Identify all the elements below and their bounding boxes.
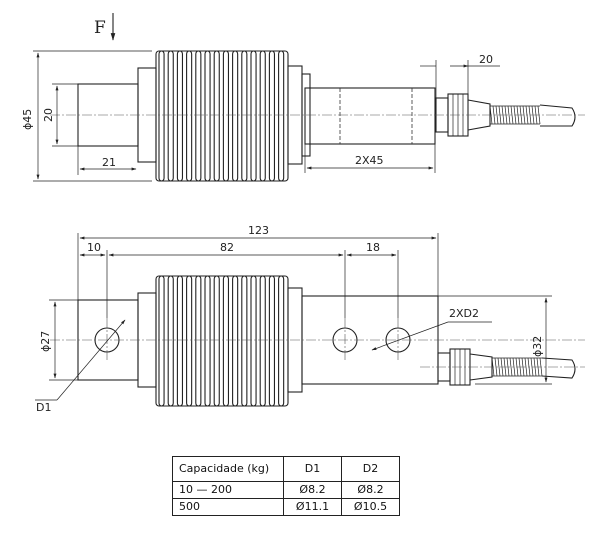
bellows-rib — [213, 275, 220, 407]
bellows-rib — [222, 50, 230, 182]
dim-chain: 10 82 18 — [79, 241, 399, 318]
bellows-rib — [259, 50, 266, 182]
bellows-rib — [232, 50, 239, 182]
bellows — [155, 50, 289, 182]
table-header-row: Capacidade (kg) D1 D2 — [172, 456, 400, 482]
bellows-rib — [195, 50, 202, 182]
bellows-rib — [186, 275, 193, 407]
bellows-rib — [158, 275, 165, 407]
cell-d2: Ø10.5 — [341, 498, 400, 516]
header-d1: D1 — [283, 456, 342, 482]
dim-height-20: 20 — [42, 83, 78, 147]
bottom-view: 123 10 82 18 ϕ27 ϕ32 — [35, 224, 585, 414]
dim-spacing-18-text: 18 — [366, 241, 380, 254]
bellows-rib — [167, 275, 174, 407]
dim-diameter-32-text: ϕ32 — [531, 336, 544, 357]
header-d2: D2 — [341, 456, 400, 482]
dim-first-10-text: 10 — [87, 241, 101, 254]
bellows-rib — [268, 275, 276, 407]
bellows-rib — [222, 275, 230, 407]
bellows-rib — [278, 275, 285, 407]
dim-total-123: 123 — [77, 224, 439, 300]
leader-d2: 2XD2 — [371, 307, 492, 351]
table-row: 10 — 200 Ø8.2 Ø8.2 — [172, 481, 400, 499]
cell-d2: Ø8.2 — [341, 481, 400, 499]
bellows-rib — [176, 50, 184, 182]
bellows-rib — [167, 50, 174, 182]
bellows-rib — [250, 50, 257, 182]
bellows-rib — [195, 275, 202, 407]
table-row: 500 Ø11.1 Ø10.5 — [172, 498, 400, 516]
force-arrow: F — [94, 13, 116, 41]
cable-spring-coil — [495, 105, 499, 125]
capacity-table: Capacidade (kg) D1 D2 10 — 200 Ø8.2 Ø8.2… — [172, 456, 400, 516]
technical-drawing: F — [21, 13, 585, 414]
dim-total-123-text: 123 — [248, 224, 269, 237]
dim-holes-2x45: 2X45 — [304, 144, 436, 173]
cell-capacity: 500 — [172, 498, 284, 516]
dim-diameter-45-text: ϕ45 — [21, 109, 34, 130]
dim-diameter-27: ϕ27 — [39, 299, 78, 381]
label-d1: D1 — [36, 401, 51, 414]
bellows-rib — [268, 50, 276, 182]
bellows-rib — [250, 275, 257, 407]
cell-d1: Ø8.2 — [283, 481, 342, 499]
right-extension — [304, 87, 436, 145]
cable-spring-coil — [507, 105, 511, 125]
dim-cable-20: 20 — [420, 53, 500, 98]
dim-holes-2x45-text: 2X45 — [355, 154, 384, 167]
cable-spring-coil — [497, 357, 501, 377]
dim-height-20-text: 20 — [42, 108, 55, 122]
bellows-rib — [204, 275, 211, 407]
dim-diameter-32: ϕ32 — [438, 295, 552, 385]
dim-middle-82-text: 82 — [220, 241, 234, 254]
cell-capacity: 10 — 200 — [172, 481, 284, 499]
label-2xd2: 2XD2 — [449, 307, 479, 320]
bellows-rib — [259, 275, 266, 407]
bellows-rib — [241, 275, 248, 407]
force-label: F — [94, 18, 106, 38]
bellows-rib — [158, 50, 165, 182]
cell-d1: Ø11.1 — [283, 498, 342, 516]
bellows-rib — [232, 275, 239, 407]
leader-d1: D1 — [35, 319, 126, 414]
bellows-rib — [186, 50, 193, 182]
bellows-rib — [213, 50, 220, 182]
bellows-rib — [241, 50, 248, 182]
dim-cable-20-text: 20 — [479, 53, 493, 66]
dim-diameter-27-text: ϕ27 — [39, 331, 52, 352]
top-view: F — [21, 13, 585, 182]
header-capacity: Capacidade (kg) — [172, 456, 284, 482]
bellows-rib — [204, 50, 211, 182]
dim-diameter-45: ϕ45 — [21, 50, 152, 182]
bellows-rib — [278, 50, 285, 182]
bellows-rib — [176, 275, 184, 407]
dim-length-21-text: 21 — [102, 156, 116, 169]
dim-length-21: 21 — [77, 146, 137, 175]
cable-spring-coil — [509, 357, 513, 377]
bellows-front — [155, 275, 289, 407]
